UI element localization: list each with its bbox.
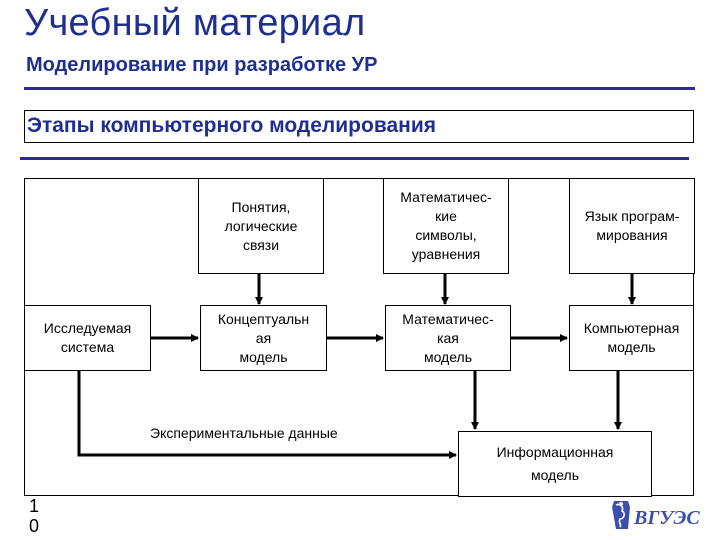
box-programming-language: Язык програм- мирования [569, 178, 695, 274]
box-computer-model-label: Компьютерная модель [583, 320, 680, 355]
seal-icon [612, 501, 630, 529]
box-computer-model: Компьютерная модель [569, 305, 694, 371]
box-studied-system-label: Исследуемая система [43, 320, 132, 355]
box-math-model-label: Математичес- кая модель [402, 310, 494, 365]
logo-wordmark: ВГУЭС [633, 507, 700, 529]
box-math-symbols: Математичес- кие символы, уравнения [383, 178, 509, 274]
box-programming-language-label: Язык програм- мирования [584, 208, 680, 243]
edge-label-experimental-data: Экспериментальные данные [150, 425, 338, 441]
box-math-symbols-label: Математичес- кие символы, уравнения [400, 189, 492, 262]
box-conceptual-model-label: Концептуальн ая модель [217, 310, 310, 365]
page-title: Учебный материал [24, 2, 366, 44]
box-info-model: Информационная модель [458, 431, 652, 497]
box-conceptual-model: Концептуальн ая модель [200, 305, 327, 371]
section-header-box: Этапы компьютерного моделирования [24, 110, 694, 143]
title-divider [24, 87, 695, 90]
box-concepts: Понятия, логические связи [198, 178, 324, 274]
box-math-model: Математичес- кая модель [385, 305, 511, 371]
section-divider [20, 157, 689, 160]
box-concepts-label: Понятия, логические связи [224, 198, 298, 253]
arrow-experimental-data [77, 371, 457, 459]
page-number: 1 0 [28, 496, 39, 536]
box-info-model-label: Информационная модель [496, 444, 614, 483]
section-title: Этапы компьютерного моделирования [27, 114, 436, 137]
page-subtitle: Моделирование при разработке УР [26, 54, 378, 76]
vgues-logo: ВГУЭС [612, 501, 700, 529]
box-studied-system: Исследуемая система [24, 305, 151, 371]
